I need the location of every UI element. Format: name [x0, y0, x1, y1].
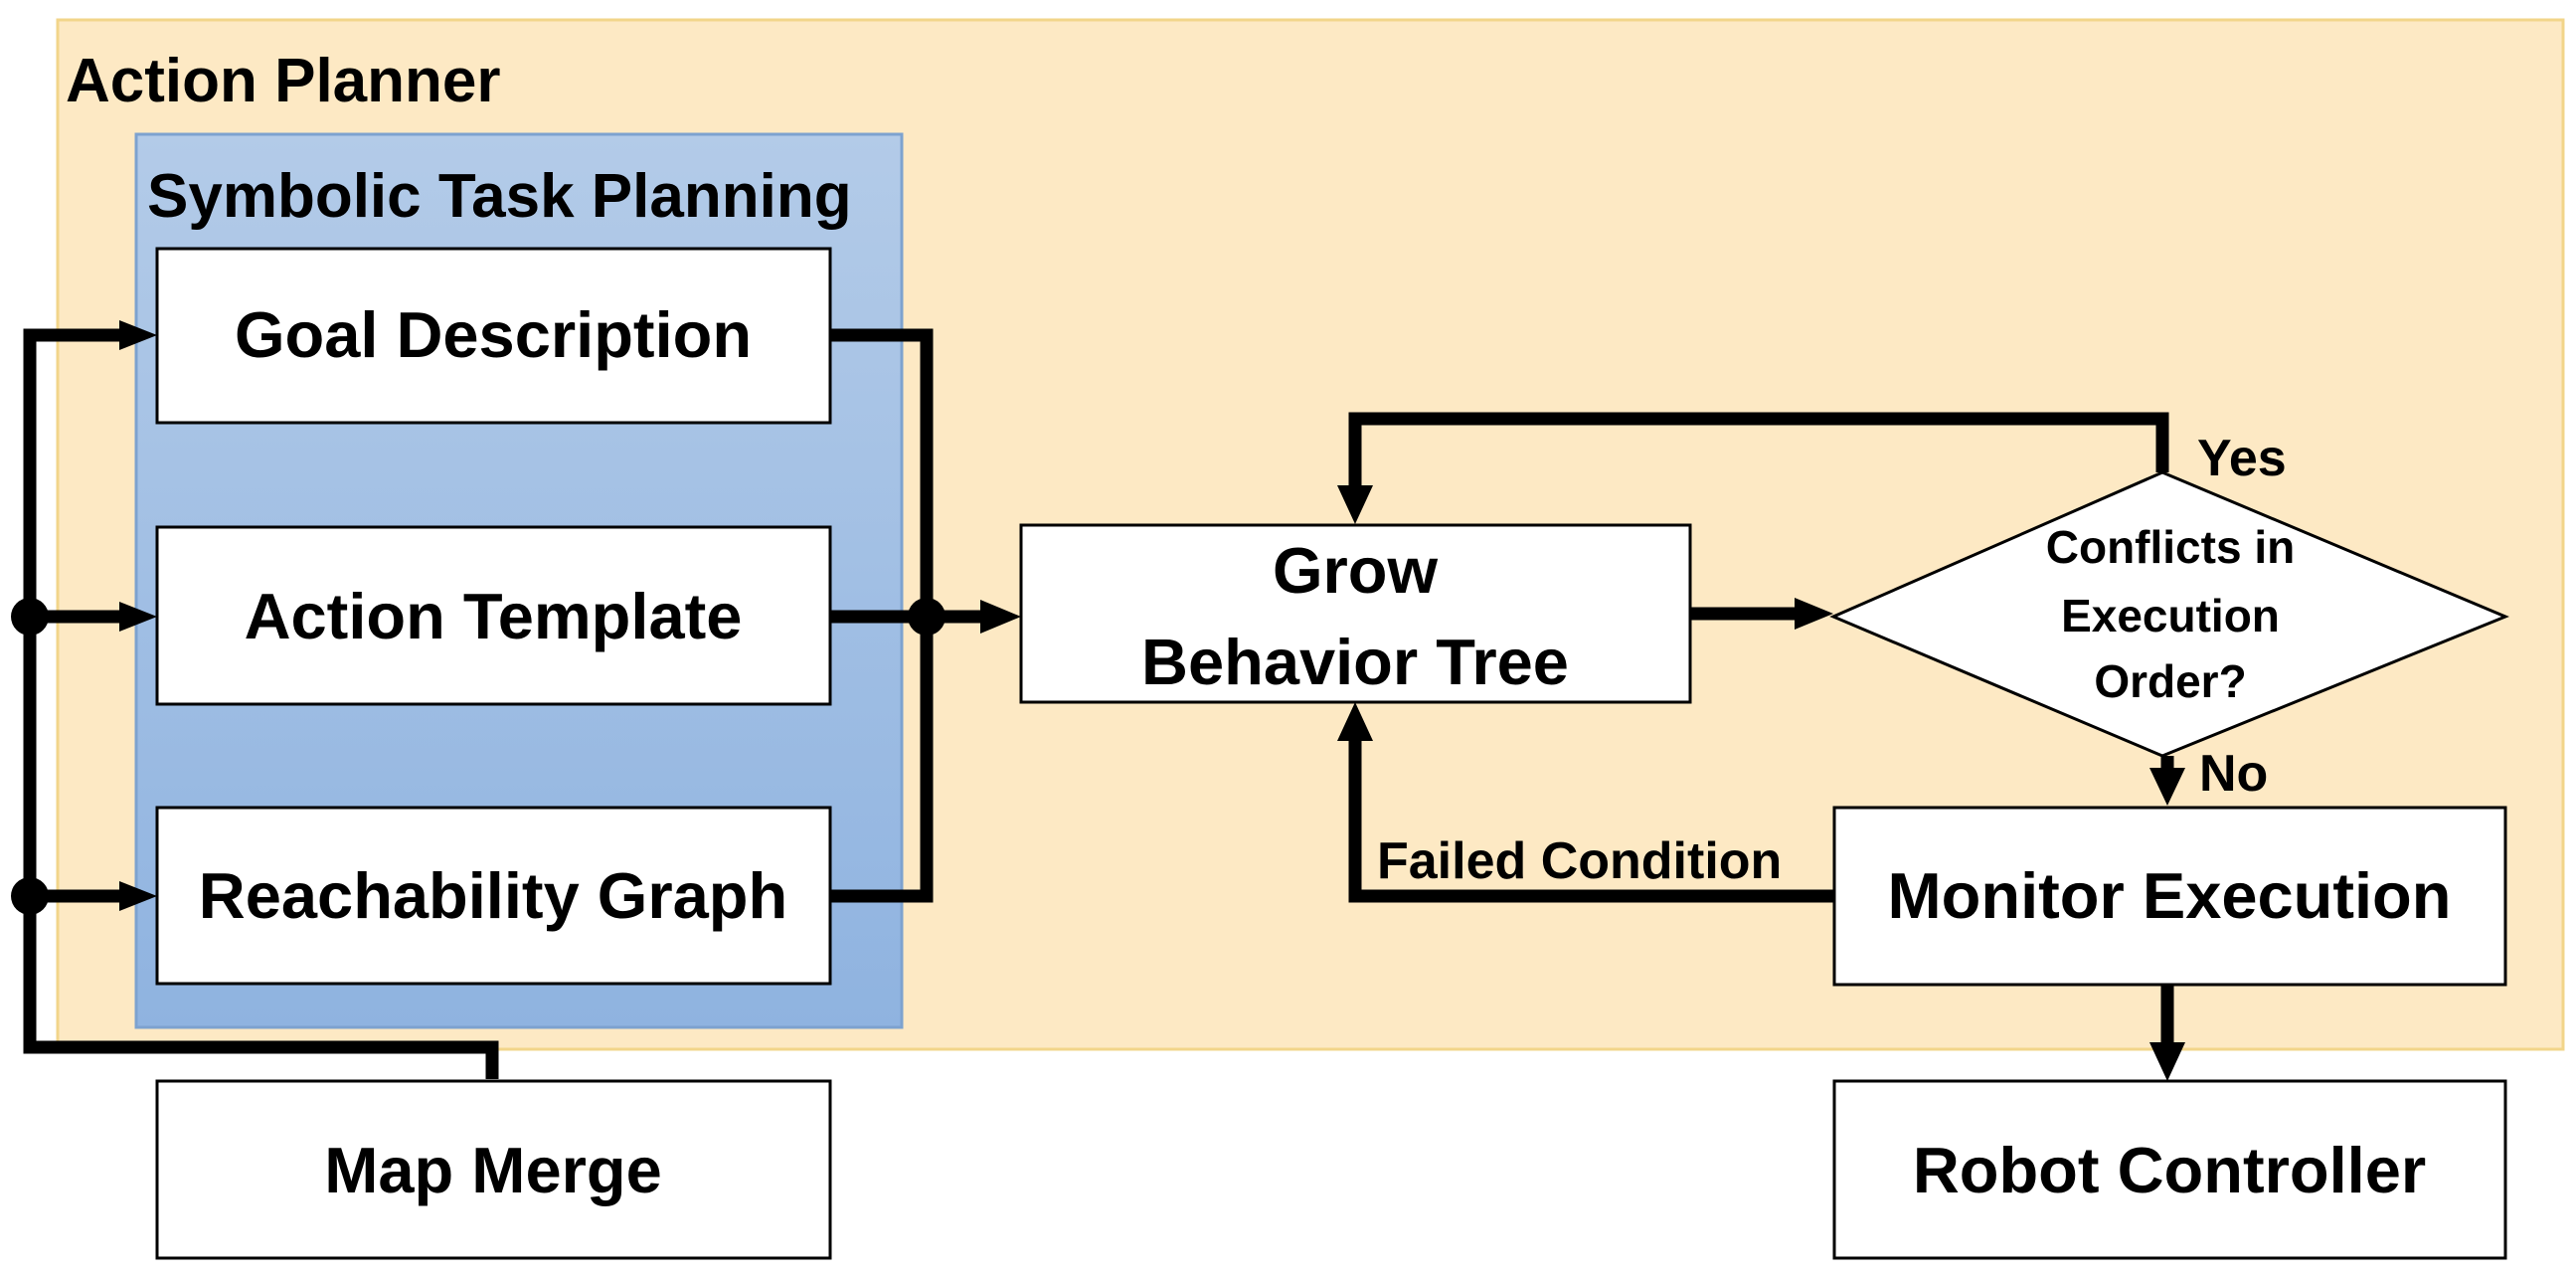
conflicts-decision-label-line3: Order? [2094, 655, 2246, 707]
reachability-graph-label: Reachability Graph [199, 859, 787, 932]
grow-behavior-tree-box[interactable] [1019, 523, 1692, 704]
arrowheads [119, 320, 2185, 1081]
conflicts-decision-diamond[interactable] [1829, 470, 2509, 758]
action-template-label: Action Template [245, 580, 743, 652]
map-merge-box[interactable] [155, 1079, 832, 1260]
grow-behavior-tree-label-line1: Grow [1273, 534, 1439, 607]
goal-description-box[interactable] [155, 247, 832, 425]
connectors [23, 328, 2174, 1079]
monitor-execution-label: Monitor Execution [1888, 859, 2452, 932]
action-template-box[interactable] [155, 525, 832, 706]
failed-condition-line [1348, 736, 1834, 903]
junction-dot-merge [908, 598, 945, 636]
yes-loop-line [1348, 412, 2169, 492]
reachability-graph-box[interactable] [155, 806, 832, 986]
conflicts-decision-label-line1: Conflicts in [2046, 521, 2295, 573]
robot-controller-label: Robot Controller [1913, 1134, 2426, 1206]
box-labels: Goal Description Action Template Reachab… [199, 298, 2452, 1206]
arrowhead-to-reachability-graph [119, 881, 157, 911]
conflicts-decision-label-line2: Execution [2061, 590, 2280, 641]
action-planner-title: Action Planner [66, 47, 501, 115]
junction-dot-left-bottom [11, 877, 49, 915]
yes-edge-label: Yes [2197, 430, 2287, 487]
robot-controller-box[interactable] [1832, 1079, 2507, 1260]
monitor-execution-box[interactable] [1832, 806, 2507, 987]
junction-dots [11, 598, 945, 915]
arrowhead-to-action-template [119, 602, 157, 632]
arrowhead-failed-to-grow [1337, 702, 1373, 741]
symbolic-task-planning-title: Symbolic Task Planning [147, 162, 852, 231]
boxes [155, 247, 2509, 1260]
failed-condition-edge-label: Failed Condition [1377, 832, 1782, 890]
grow-behavior-tree-label-line2: Behavior Tree [1141, 626, 1569, 698]
arrowhead-to-goal-description [119, 320, 157, 350]
arrowhead-to-robot-controller [2149, 1042, 2185, 1081]
arrowhead-no-to-monitor [2149, 768, 2185, 806]
arrowhead-to-decision [1795, 598, 1833, 630]
no-edge-label: No [2199, 745, 2268, 803]
arrowhead-yes-to-grow [1337, 485, 1373, 524]
map-merge-label: Map Merge [324, 1134, 662, 1206]
map-merge-feed-line [23, 328, 499, 1079]
goal-description-label: Goal Description [235, 298, 752, 371]
arrowhead-to-grow-behavior-tree [980, 600, 1021, 634]
junction-dot-left-mid [11, 598, 49, 636]
